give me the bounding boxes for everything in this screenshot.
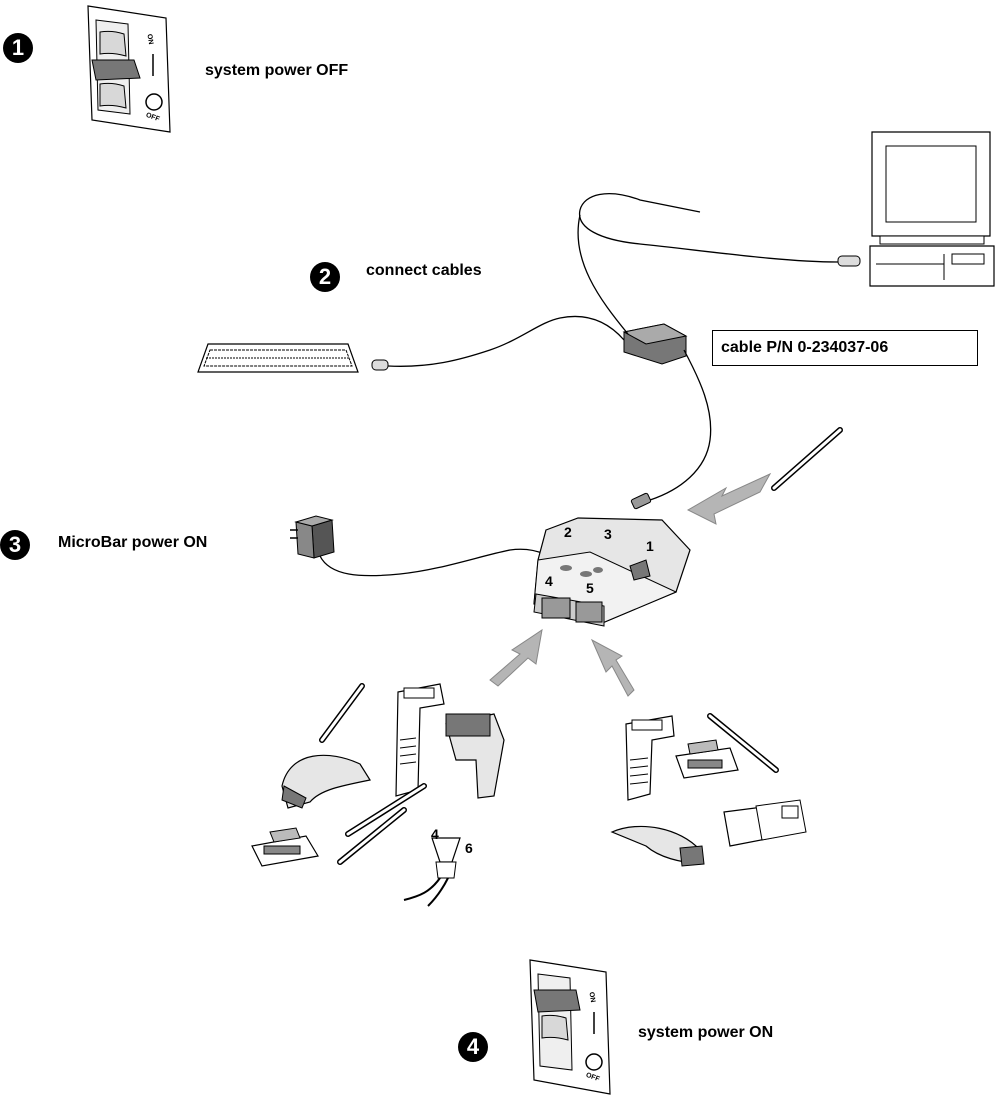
- step-4-marker: 4: [458, 1032, 488, 1062]
- wand-scanner-icon: [771, 427, 843, 491]
- handheld-scanner-icon: [281, 754, 371, 809]
- step-2-label: connect cables: [366, 262, 482, 279]
- step-3-label: MicroBar power ON: [58, 534, 208, 551]
- slot-reader-icon: [675, 739, 739, 779]
- cable-part-number-label: cable P/N 0-234037-06: [712, 330, 978, 366]
- microbar-port-5: 5: [586, 580, 594, 596]
- microbar-decoder-icon: [533, 517, 691, 627]
- switch-off-text: OFF: [145, 112, 161, 124]
- interface-box-icon: [622, 323, 688, 365]
- power-switch-icon: ON OFF: [87, 5, 171, 133]
- wand-scanner-icon: [319, 683, 365, 743]
- step-4-label: system power ON: [638, 1024, 774, 1041]
- microbar-port-3: 3: [604, 526, 612, 542]
- step-2-marker: 2: [310, 262, 340, 292]
- connector-cable-icon: [403, 837, 461, 907]
- microbar-port-1: 1: [646, 538, 654, 554]
- switch-on-text: ON: [587, 992, 596, 1004]
- slot-reader-icon: [723, 799, 807, 847]
- computer-icon: [869, 131, 995, 287]
- switch-on-text: ON: [145, 34, 154, 46]
- connector-pin-6: 6: [465, 840, 473, 856]
- wand-scanner-icon: [707, 713, 779, 773]
- wand-scanner-icon: [337, 783, 427, 865]
- handheld-scanner-icon: [610, 825, 705, 867]
- keyboard-icon: [197, 343, 359, 373]
- power-switch-icon: ON OFF: [529, 959, 611, 1095]
- switch-off-text: OFF: [585, 1072, 601, 1084]
- step-1-label: system power OFF: [205, 62, 349, 79]
- handheld-scanner-icon: [445, 713, 505, 799]
- step-1-marker: 1: [3, 33, 33, 63]
- handheld-scanner-icon: [395, 683, 445, 797]
- connector-pin-4: 4: [431, 826, 439, 842]
- slot-reader-icon: [251, 827, 319, 867]
- handheld-scanner-icon: [625, 715, 675, 801]
- microbar-port-4: 4: [545, 573, 553, 589]
- power-adapter-icon: [290, 515, 335, 559]
- step-3-marker: 3: [0, 530, 30, 560]
- microbar-port-2: 2: [564, 524, 572, 540]
